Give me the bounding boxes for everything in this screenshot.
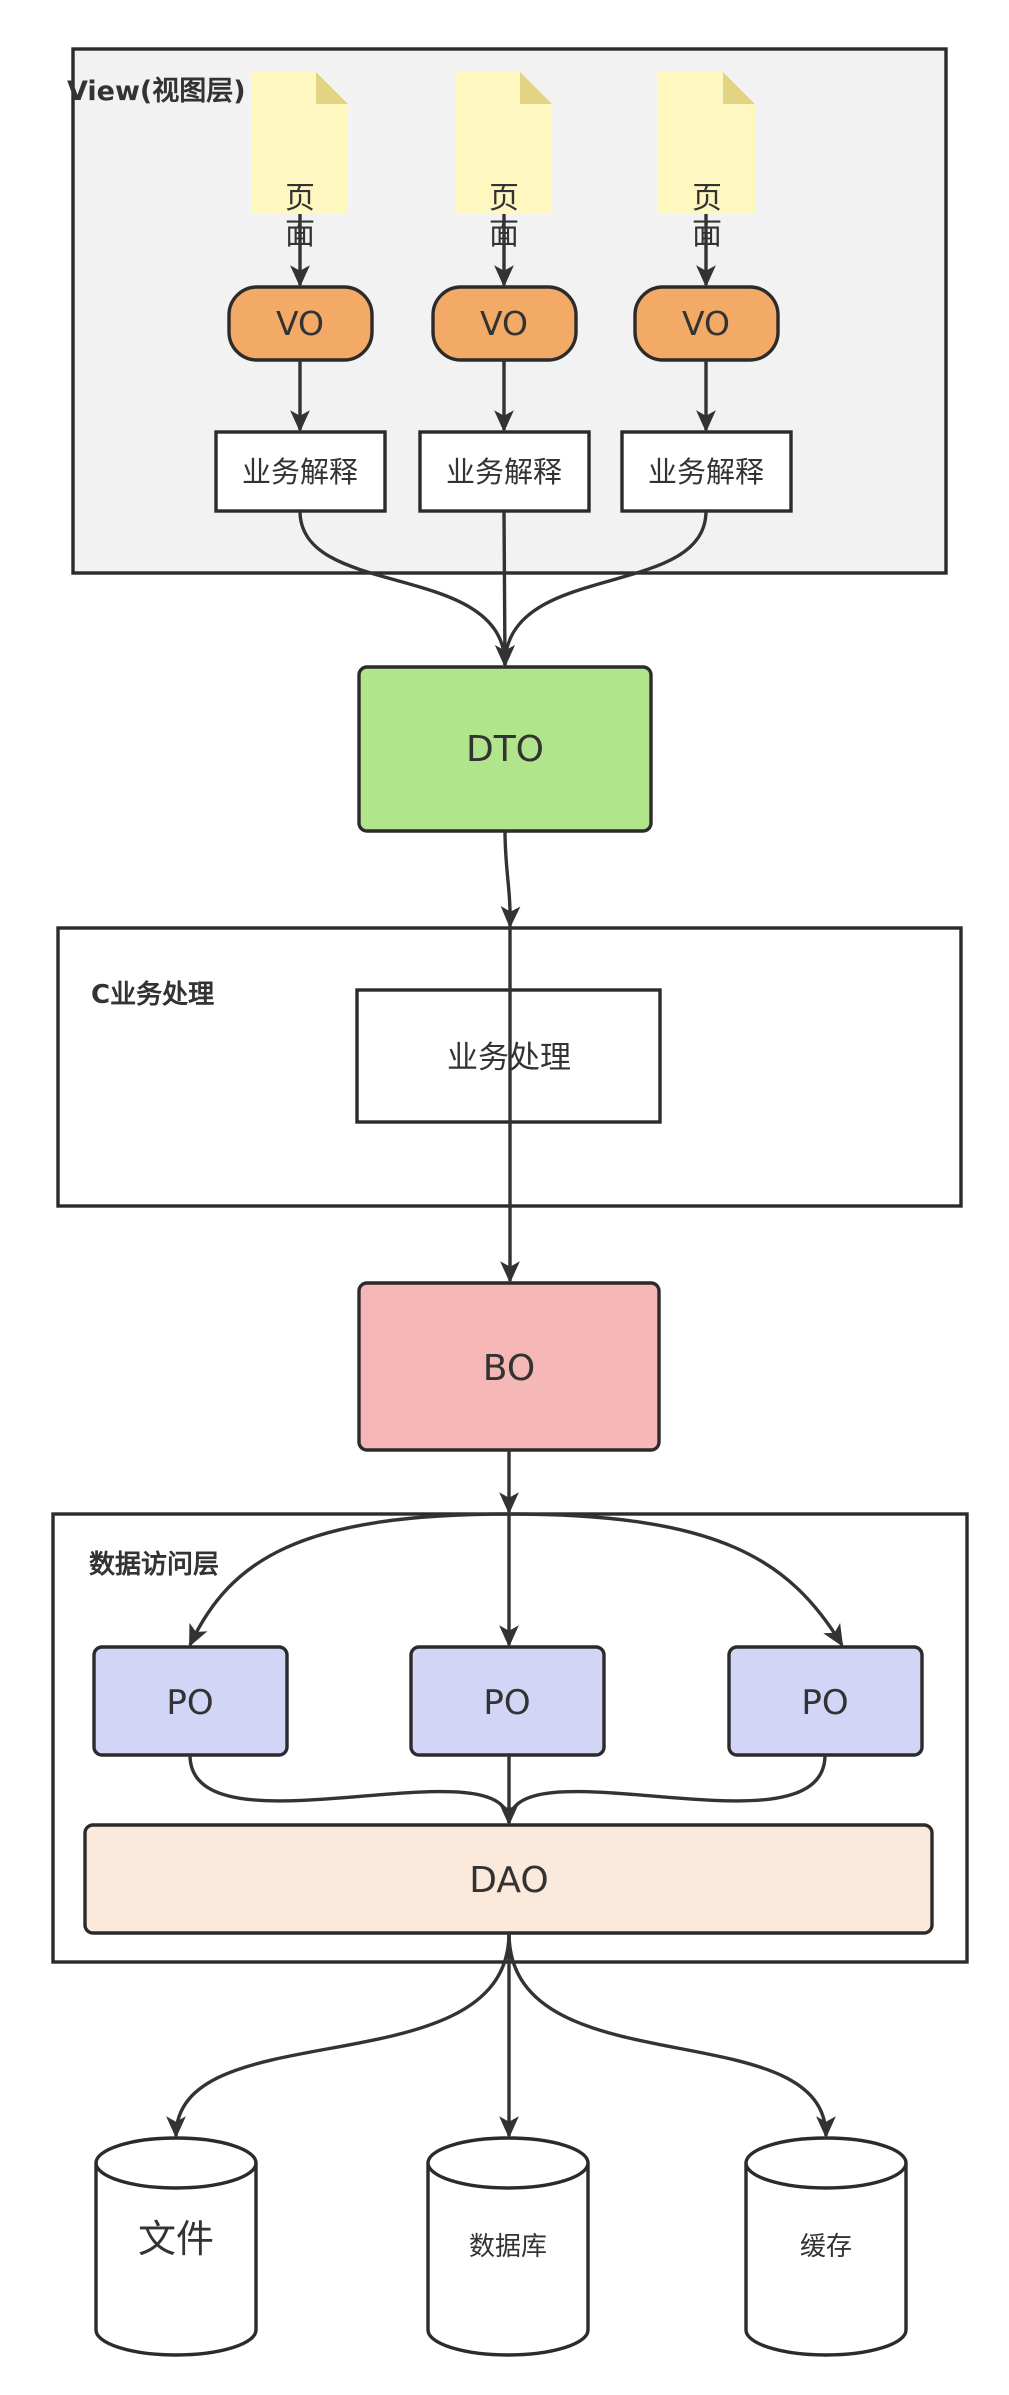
page-note-fold bbox=[316, 72, 348, 104]
page-notes: 页 面 页 面 页 面 bbox=[251, 72, 755, 252]
page-note-line1: 页 bbox=[692, 181, 722, 216]
edge-dto-business bbox=[500, 830, 521, 929]
edge-layer-po bbox=[508, 1512, 844, 1647]
business-layer-title: C业务处理 bbox=[91, 980, 214, 1010]
storage-database-icon: 数据库 bbox=[426, 2136, 590, 2357]
edge-interpret-dto bbox=[298, 510, 515, 668]
vo-node: VO bbox=[431, 285, 578, 362]
edge-interpret-dto bbox=[495, 510, 708, 668]
page-note-fold bbox=[723, 72, 755, 104]
storage-cache-icon: 缓存 bbox=[744, 2136, 908, 2357]
dao-node: DAO bbox=[83, 1823, 934, 1935]
cylinder-body bbox=[744, 2163, 908, 2357]
vo-node: VO bbox=[227, 285, 374, 362]
page-note-line1: 页 bbox=[489, 181, 519, 216]
edge-dao-storage bbox=[166, 1932, 511, 2139]
bo-node-label: BO bbox=[483, 1348, 535, 1389]
page-note: 页 面 bbox=[658, 72, 755, 252]
page-note: 页 面 bbox=[455, 72, 552, 252]
po-node-label: PO bbox=[801, 1683, 848, 1723]
view-layer-title: View(视图层) bbox=[67, 76, 246, 107]
cylinder-top bbox=[426, 2136, 590, 2190]
storage-nodes: 文件 数据库 缓存 bbox=[94, 2136, 908, 2357]
connectors bbox=[166, 214, 844, 2139]
storage-label: 数据库 bbox=[469, 2232, 547, 2262]
interpret-node-label: 业务解释 bbox=[242, 455, 358, 489]
po-node: PO bbox=[409, 1645, 606, 1757]
edge-po-dao bbox=[188, 1754, 519, 1826]
vo-nodes: VO VO VO bbox=[227, 285, 780, 362]
bo-node: BO bbox=[357, 1281, 661, 1452]
edge-dao-storage bbox=[507, 1932, 836, 2139]
edge-po-dao bbox=[499, 1754, 827, 1826]
page-note: 页 面 bbox=[251, 72, 348, 252]
page-note-body bbox=[658, 72, 755, 214]
interpret-node: 业务解释 bbox=[214, 430, 387, 513]
page-note-fold bbox=[520, 72, 552, 104]
cylinder-top bbox=[94, 2136, 258, 2190]
interpret-nodes: 业务解释 业务解释 业务解释 bbox=[214, 430, 793, 513]
interpret-node: 业务解释 bbox=[418, 430, 591, 513]
interpret-node: 业务解释 bbox=[620, 430, 793, 513]
interpret-node-shape bbox=[418, 430, 591, 513]
page-note-body bbox=[455, 72, 552, 214]
vo-node-label: VO bbox=[682, 304, 730, 343]
cylinder-body bbox=[94, 2163, 258, 2357]
interpret-node-label: 业务解释 bbox=[446, 455, 562, 489]
cylinder-body bbox=[426, 2163, 590, 2357]
edge-layer-po bbox=[188, 1512, 510, 1647]
interpret-node-label: 业务解释 bbox=[648, 455, 764, 489]
storage-label: 缓存 bbox=[800, 2232, 852, 2262]
dto-node: DTO bbox=[357, 665, 653, 833]
po-node: PO bbox=[92, 1645, 289, 1757]
storage-file-icon: 文件 bbox=[94, 2136, 258, 2357]
po-node-label: PO bbox=[166, 1683, 213, 1723]
storage-label: 文件 bbox=[138, 2217, 214, 2261]
data-access-layer-title: 数据访问层 bbox=[89, 1550, 219, 1580]
vo-node: VO bbox=[633, 285, 780, 362]
po-node-label: PO bbox=[483, 1683, 530, 1723]
po-node: PO bbox=[727, 1645, 924, 1757]
vo-node-label: VO bbox=[480, 304, 528, 343]
page-note-body bbox=[251, 72, 348, 214]
interpret-node-shape bbox=[214, 430, 387, 513]
cylinder-top bbox=[744, 2136, 908, 2190]
dao-node-label: DAO bbox=[469, 1860, 548, 1901]
page-note-line1: 页 bbox=[285, 181, 315, 216]
dto-node-label: DTO bbox=[466, 729, 544, 770]
edge-interpret-dto bbox=[494, 510, 515, 668]
vo-node-label: VO bbox=[276, 304, 324, 343]
